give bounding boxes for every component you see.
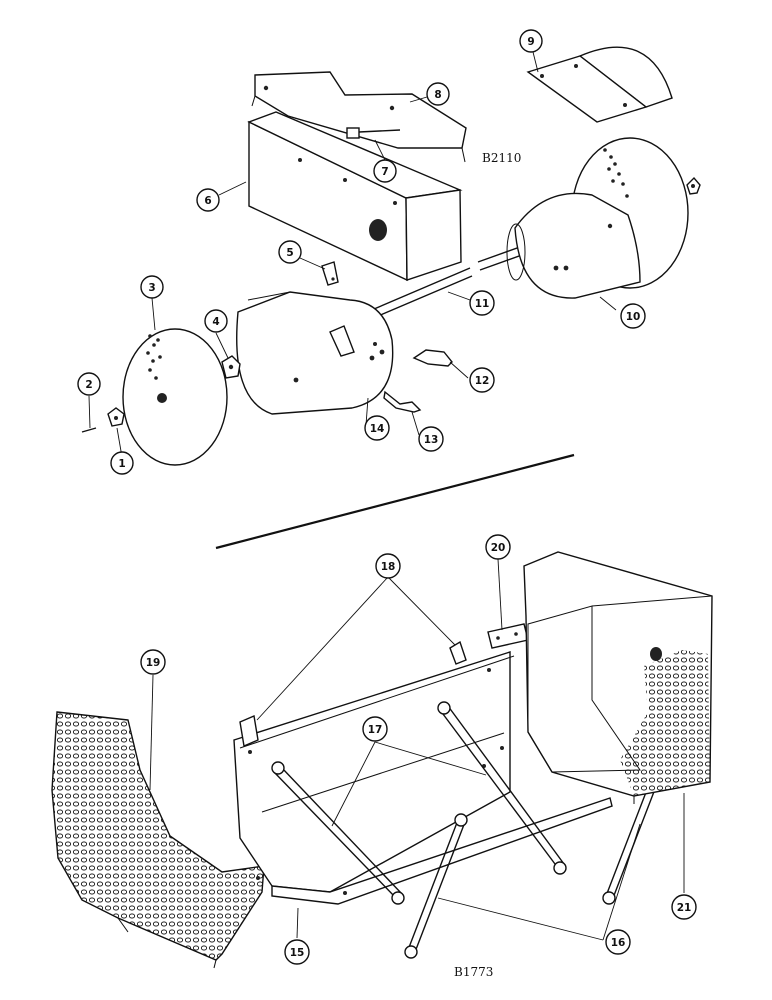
part-17-rod-left [271, 761, 405, 905]
leader-lines [88, 51, 685, 941]
part-1-washer [107, 407, 125, 427]
svg-text:14: 14 [370, 423, 385, 435]
section-divider [215, 453, 575, 550]
callout-15: 15 [284, 939, 310, 965]
svg-text:9: 9 [527, 36, 534, 48]
part-5-clip [321, 261, 339, 286]
svg-text:19: 19 [146, 657, 161, 669]
callout-13: 13 [418, 426, 444, 452]
part-10-right-drum [506, 137, 689, 299]
drawing-code-bottom: B1773 [454, 965, 493, 979]
svg-text:2: 2 [85, 379, 92, 391]
callout-11: 11 [469, 290, 495, 316]
callout-18: 18 [375, 553, 401, 579]
part-4-nut [221, 355, 241, 379]
part-18-bracket-right [449, 640, 467, 665]
svg-text:11: 11 [475, 298, 490, 310]
part-14-left-drum [236, 291, 394, 415]
part-13-bracket [383, 390, 422, 413]
svg-text:5: 5 [286, 247, 293, 259]
callout-7: 7 [373, 159, 397, 183]
part-20-plate [487, 623, 529, 649]
part-17-rod-right [437, 701, 567, 875]
callout-8: 8 [426, 82, 450, 106]
callout-21: 21 [671, 894, 697, 920]
svg-text:13: 13 [424, 434, 439, 446]
part-16-rod-center [404, 813, 468, 959]
part-21-perforated-housing [523, 551, 713, 804]
part-6-housing-box [247, 111, 463, 282]
svg-text:20: 20 [491, 542, 506, 554]
callout-12: 12 [469, 367, 495, 393]
part-8-top-bracket [251, 71, 467, 163]
svg-text:10: 10 [626, 311, 641, 323]
part-19-perforated-guard [51, 711, 265, 969]
svg-text:17: 17 [368, 724, 383, 736]
svg-text:16: 16 [611, 937, 626, 949]
callout-5: 5 [278, 240, 302, 264]
svg-text:18: 18 [381, 561, 396, 573]
callout-14: 14 [364, 415, 390, 441]
callout-10: 10 [620, 303, 646, 329]
part-9-cover-plate [526, 46, 673, 123]
svg-text:6: 6 [204, 195, 211, 207]
svg-text:1: 1 [118, 458, 125, 470]
svg-text:12: 12 [475, 375, 490, 387]
callout-3: 3 [140, 275, 164, 299]
callout-1: 1 [110, 451, 134, 475]
drawing-code-top: B2110 [482, 151, 521, 165]
svg-text:15: 15 [290, 947, 305, 959]
callout-16: 16 [605, 929, 631, 955]
svg-text:7: 7 [381, 166, 388, 178]
part-3-disc [122, 328, 228, 466]
callout-2: 2 [77, 372, 101, 396]
callout-4: 4 [204, 309, 228, 333]
part-7-rod [346, 127, 401, 139]
callout-17: 17 [362, 716, 388, 742]
callout-6: 6 [196, 188, 220, 212]
svg-text:21: 21 [677, 902, 692, 914]
callout-19: 19 [140, 649, 166, 675]
callout-20: 20 [485, 534, 511, 560]
part-18-bracket-left [239, 715, 259, 747]
part-12-bracket [412, 349, 453, 367]
part-2-pin [81, 427, 97, 433]
drum-nut-right [686, 176, 701, 195]
svg-text:3: 3 [148, 282, 155, 294]
callout-9: 9 [519, 29, 543, 53]
svg-text:8: 8 [434, 89, 441, 101]
svg-text:4: 4 [212, 316, 219, 328]
